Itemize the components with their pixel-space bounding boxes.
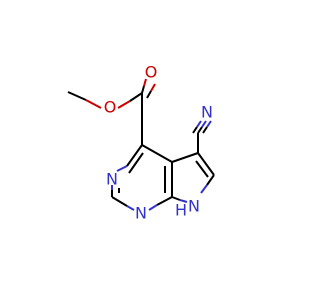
pyrrole-c4a-c5-bond <box>171 152 199 163</box>
ring-c7a-n1-bond-nitrogen <box>148 204 158 211</box>
methyl-bond <box>67 91 87 101</box>
ester-carbon-bond-half <box>129 92 143 102</box>
pyrrole-c5-c6-inner-bond <box>195 160 209 178</box>
nitrile-triple-bond-b-nitrogen <box>201 120 207 128</box>
carbonyl-bond-b <box>146 90 152 99</box>
ring-n3-c4-inner-bond <box>128 152 144 174</box>
nitrile-triple-bond-b <box>197 126 203 134</box>
pyrrole-c6-n7-bond-nitrogen <box>200 184 208 194</box>
pyrrole-c5-c6-bond <box>197 152 215 176</box>
nitrile-triple-bond-c <box>202 126 208 134</box>
ring-n3-c4-bond-nitrogen <box>116 165 128 172</box>
pyrrole-n7-c7a-bond <box>171 196 181 201</box>
atom-labels: O O N N N N H <box>104 63 213 223</box>
ring-n1-c2-bond-nitrogen <box>126 205 135 211</box>
pyrrole-nitrogen-label: N <box>188 197 200 216</box>
ring-nitrogen-1-label: N <box>135 204 147 223</box>
pyrrole-n7-c7a-bond-nitrogen <box>179 199 188 203</box>
carbonyl-bond-a <box>141 85 145 94</box>
ester-oxygen-label: O <box>104 98 117 117</box>
carbonyl-bond-a-oxygen <box>143 78 147 87</box>
ester-oxygen-bond-half <box>117 100 131 109</box>
pyrrole-hydrogen-label: H <box>175 201 187 220</box>
nitrile-triple-bond-a-nitrogen <box>196 120 202 128</box>
molecule-structure-diagram: O O N N N N H <box>67 63 215 223</box>
ring-n3-c4-bond <box>126 144 143 167</box>
ring-n1-c2-bond <box>111 196 128 207</box>
carbonyl-oxygen-label: O <box>145 63 158 82</box>
carbon-skeleton-bonds <box>67 78 215 211</box>
nitrile-triple-bond-a <box>192 126 198 134</box>
methyl-oxygen-bond-half <box>85 99 102 109</box>
pyrrole-c6-n7-bond <box>206 174 215 186</box>
ring-c7a-n1-bond <box>156 196 173 206</box>
nitrile-triple-bond-c-nitrogen <box>206 120 212 128</box>
nitrile-nitrogen-label: N <box>201 103 213 122</box>
carbonyl-bond-b-oxygen <box>150 83 156 92</box>
ring-c4-c4a-bond <box>141 144 173 163</box>
ring-nitrogen-3-label: N <box>106 170 118 189</box>
